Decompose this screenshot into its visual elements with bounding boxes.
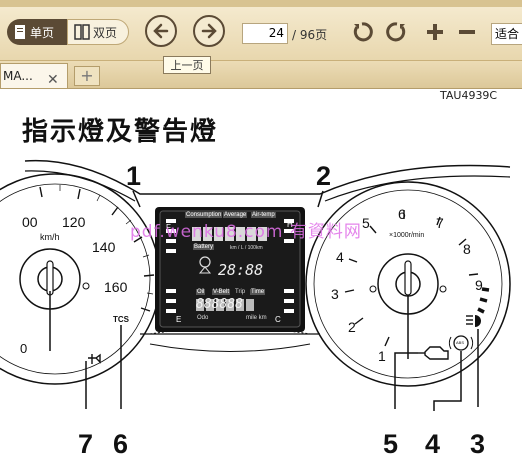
tab-document[interactable]: MA... ✕ (0, 63, 68, 88)
plus-icon (427, 24, 443, 40)
page-number-input[interactable]: 24 (242, 23, 288, 44)
tab-bar: MA... ✕ + (0, 61, 522, 89)
zoom-out-button[interactable] (455, 20, 479, 44)
tacho-unit: ×1000r/min (389, 232, 425, 239)
high-beam-icon (466, 315, 481, 327)
speedo-unit: km/h (40, 232, 60, 242)
tacho-tick-3: 3 (331, 286, 339, 302)
arrow-right-icon (201, 23, 217, 39)
lcd-oil-label: Oil (196, 289, 206, 295)
callout-4: 4 (425, 429, 441, 459)
rotate-cw-icon (386, 22, 406, 42)
zoom-in-button[interactable] (423, 20, 447, 44)
lcd-consumption-unit: km / L / 100km (230, 245, 263, 251)
lcd-display (155, 207, 305, 332)
lcd-fuel-empty: E (176, 315, 182, 324)
previous-page-tooltip: 上一页 (163, 56, 211, 74)
lcd-odo-label: Odo (197, 315, 209, 321)
lcd-consumption-label: Consumption (185, 212, 223, 218)
toolbar-top-strip (0, 0, 522, 7)
double-page-icon (74, 24, 90, 40)
speedometer (0, 173, 161, 385)
lcd-time-label: Time (250, 289, 266, 295)
single-page-button[interactable]: 单页 (7, 19, 67, 45)
speedo-left-digit: 0 (20, 341, 28, 356)
arrow-left-icon (153, 23, 169, 39)
rotate-left-button[interactable] (350, 20, 374, 44)
single-page-icon (15, 25, 25, 39)
lcd-average-label: Average (223, 212, 248, 218)
oil-change-indicator-icon (88, 353, 101, 364)
tacho-tick-6: 6 (398, 206, 406, 222)
single-page-label: 单页 (30, 25, 55, 40)
next-page-button[interactable] (193, 15, 225, 47)
callout-5: 5 (383, 429, 399, 459)
abs-indicator-label: ABS (456, 340, 465, 345)
callout-3: 3 (470, 429, 486, 459)
tachometer (305, 181, 511, 387)
double-page-button[interactable]: 双页 (67, 19, 129, 45)
tacho-tick-8: 8 (463, 241, 471, 257)
watermark: pdf.wenku8.com 有資料网 (130, 222, 362, 242)
new-tab-button[interactable]: + (74, 66, 100, 86)
abs-warning-icon (448, 335, 474, 351)
toolbar: 单页 双页 24 / 96页 适合 (0, 0, 522, 61)
lcd-vbelt-label: V-Belt (212, 289, 231, 295)
speedo-tick-160: 160 (104, 279, 128, 295)
page-total-label: / 96页 (292, 28, 328, 42)
speedo-tick-00: 00 (22, 214, 38, 230)
lcd-temp-cold: C (275, 315, 281, 324)
zoom-fit-select[interactable]: 适合 (491, 23, 522, 45)
tacho-tick-1: 1 (378, 348, 386, 364)
tacho-tick-9: 9 (475, 277, 483, 293)
speedo-tick-120: 120 (62, 214, 86, 230)
rotate-ccw-icon (353, 22, 373, 42)
tacho-tick-4: 4 (336, 249, 344, 265)
callout-6: 6 (113, 429, 129, 459)
document-code: TAU4939C (440, 89, 498, 102)
tacho-tick-5: 5 (362, 215, 370, 231)
instrument-cluster-illustration (0, 159, 511, 411)
callout-1: 1 (126, 161, 142, 191)
lcd-battery-label: Battery (193, 244, 215, 250)
tacho-tick-2: 2 (348, 319, 356, 335)
rotate-right-button[interactable] (385, 20, 409, 44)
lcd-temp-hot: H (287, 220, 293, 229)
page-title: 指示燈及警告燈 (22, 117, 219, 147)
speedo-tick-140: 140 (92, 239, 116, 255)
callout-2: 2 (316, 161, 332, 191)
check-engine-icon (418, 346, 449, 360)
lcd-odo-digits: 888888 (196, 297, 243, 312)
lcd-trip-label: Trip (235, 289, 246, 295)
tcs-indicator-label: TCS (113, 315, 129, 324)
lcd-airtemp-label: Air-temp (251, 212, 276, 218)
lcd-fuel-full: F (166, 223, 171, 232)
double-page-label: 双页 (93, 25, 118, 40)
close-icon[interactable]: ✕ (47, 72, 59, 88)
tacho-tick-7: 7 (436, 215, 444, 231)
document-page: TAU4939C 指示燈及警告燈 (0, 89, 522, 463)
minus-icon (459, 30, 475, 34)
tab-label: MA... (3, 69, 33, 83)
previous-page-button[interactable] (145, 15, 177, 47)
callout-7: 7 (78, 429, 94, 459)
lcd-clock: 28:88 (218, 261, 264, 279)
lcd-odo-unit: mile km (246, 315, 267, 321)
